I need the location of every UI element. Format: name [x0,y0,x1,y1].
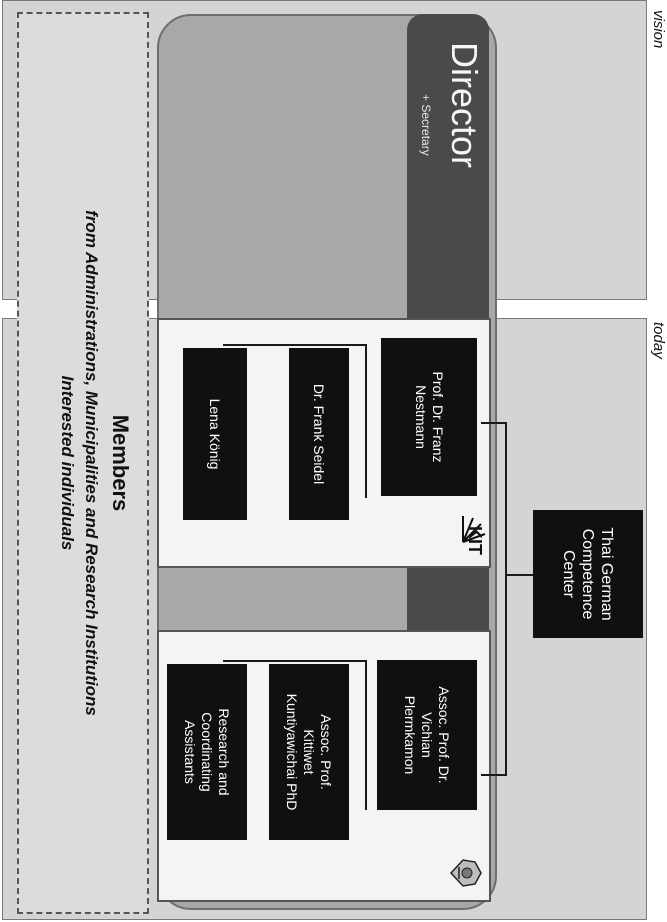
connector-to-thai [481,774,507,776]
kit-member-node: Lena König [183,348,247,520]
director-secretary: + Secretary [419,94,433,156]
members-box: Members from Administrations, Municipali… [17,12,149,914]
thai-tree-trunk [365,660,367,810]
thai-member-node: Assoc. Prof. Kittiwet Kuntiyawichai PhD [269,664,349,840]
thai-member-node: Research and Coordinating Assistants [167,664,247,840]
thai-tree-branch-2 [223,660,367,662]
members-individuals: Interested individuals [58,375,77,551]
members-title: Members [108,414,133,512]
kit-head-node: Prof. Dr. Franz Nestmann [381,338,477,496]
kit-member-node: Dr. Frank Seidel [289,348,349,520]
university-seal-icon [449,859,482,887]
connector-center-bar [505,422,507,776]
members-organizations: from Administrations, Municipalities and… [82,210,101,716]
kit-logo-icon [462,516,486,543]
today-label: today [650,322,667,359]
director-title: Director [444,42,485,169]
kit-tree-trunk [365,344,367,498]
kit-logo-text: KIT [465,526,485,555]
kit-tree-branch-2 [223,344,367,346]
connector-center-stem [505,574,533,576]
thai-german-center-node: Thai German Competence Center [533,510,643,638]
connector-to-kit [481,422,507,424]
thai-head-node: Assoc. Prof. Dr. Vichian Plermkamon [377,660,477,810]
vision-label: vision [650,10,667,49]
